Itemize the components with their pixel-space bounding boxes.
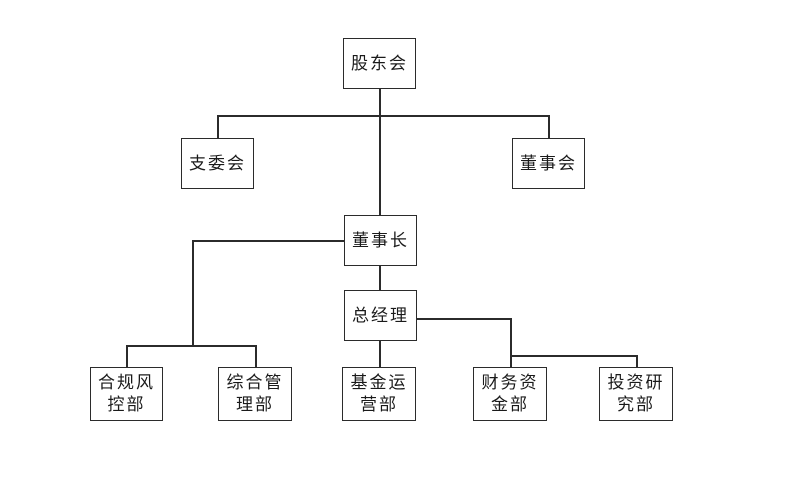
- node-label-line: 财务资: [481, 373, 539, 393]
- node-label: 支委会: [189, 153, 246, 174]
- connector-to-board: [548, 115, 550, 138]
- node-label-line: 理部: [236, 395, 274, 415]
- connector-left-branch: [126, 345, 256, 347]
- connector-right-branch: [510, 355, 637, 357]
- connector-right-trunk: [510, 318, 512, 356]
- node-board-of-directors: 董事会: [512, 138, 585, 189]
- node-label: 董事长: [352, 230, 409, 251]
- connector-to-investment: [636, 355, 638, 367]
- connector-to-party-branch: [217, 115, 219, 138]
- connector-to-finance: [510, 355, 512, 367]
- node-chairman: 董事长: [344, 215, 417, 266]
- node-party-branch: 支委会: [181, 138, 254, 189]
- connector-to-compliance: [126, 345, 128, 367]
- node-label: 总经理: [352, 305, 409, 326]
- connector-chairman-to-left: [192, 240, 345, 242]
- node-shareholders-meeting: 股东会: [343, 38, 416, 89]
- node-label-line: 投资研: [607, 373, 665, 393]
- node-label-group: 合规风 控部: [98, 372, 155, 416]
- connector-left-trunk: [192, 240, 194, 346]
- node-compliance-risk-dept: 合规风 控部: [90, 367, 163, 421]
- connector-manager-to-right: [413, 318, 511, 320]
- node-label-line: 究部: [617, 395, 655, 415]
- connector-manager-to-fund-ops: [379, 340, 381, 367]
- node-label: 股东会: [351, 53, 408, 74]
- node-label-line: 基金运: [350, 373, 408, 393]
- node-label-line: 合规风: [98, 373, 155, 393]
- node-general-admin-dept: 综合管 理部: [218, 367, 292, 421]
- node-investment-research-dept: 投资研 究部: [599, 367, 673, 421]
- node-label: 董事会: [520, 153, 577, 174]
- node-fund-operations-dept: 基金运 营部: [342, 367, 416, 421]
- node-finance-dept: 财务资 金部: [473, 367, 547, 421]
- node-label-line: 金部: [491, 395, 529, 415]
- connector-chairman-to-manager: [379, 266, 381, 290]
- node-label-group: 投资研 究部: [608, 372, 665, 416]
- connector-top-branch: [217, 115, 549, 117]
- node-label-line: 综合管: [226, 373, 284, 393]
- connector-shareholders-to-chairman: [379, 88, 381, 215]
- node-label-group: 基金运 营部: [351, 372, 408, 416]
- node-label-group: 财务资 金部: [482, 372, 539, 416]
- connector-to-admin: [255, 345, 257, 367]
- node-general-manager: 总经理: [344, 290, 417, 341]
- node-label-line: 营部: [360, 395, 398, 415]
- node-label-line: 控部: [107, 395, 146, 415]
- node-label-group: 综合管 理部: [227, 372, 284, 416]
